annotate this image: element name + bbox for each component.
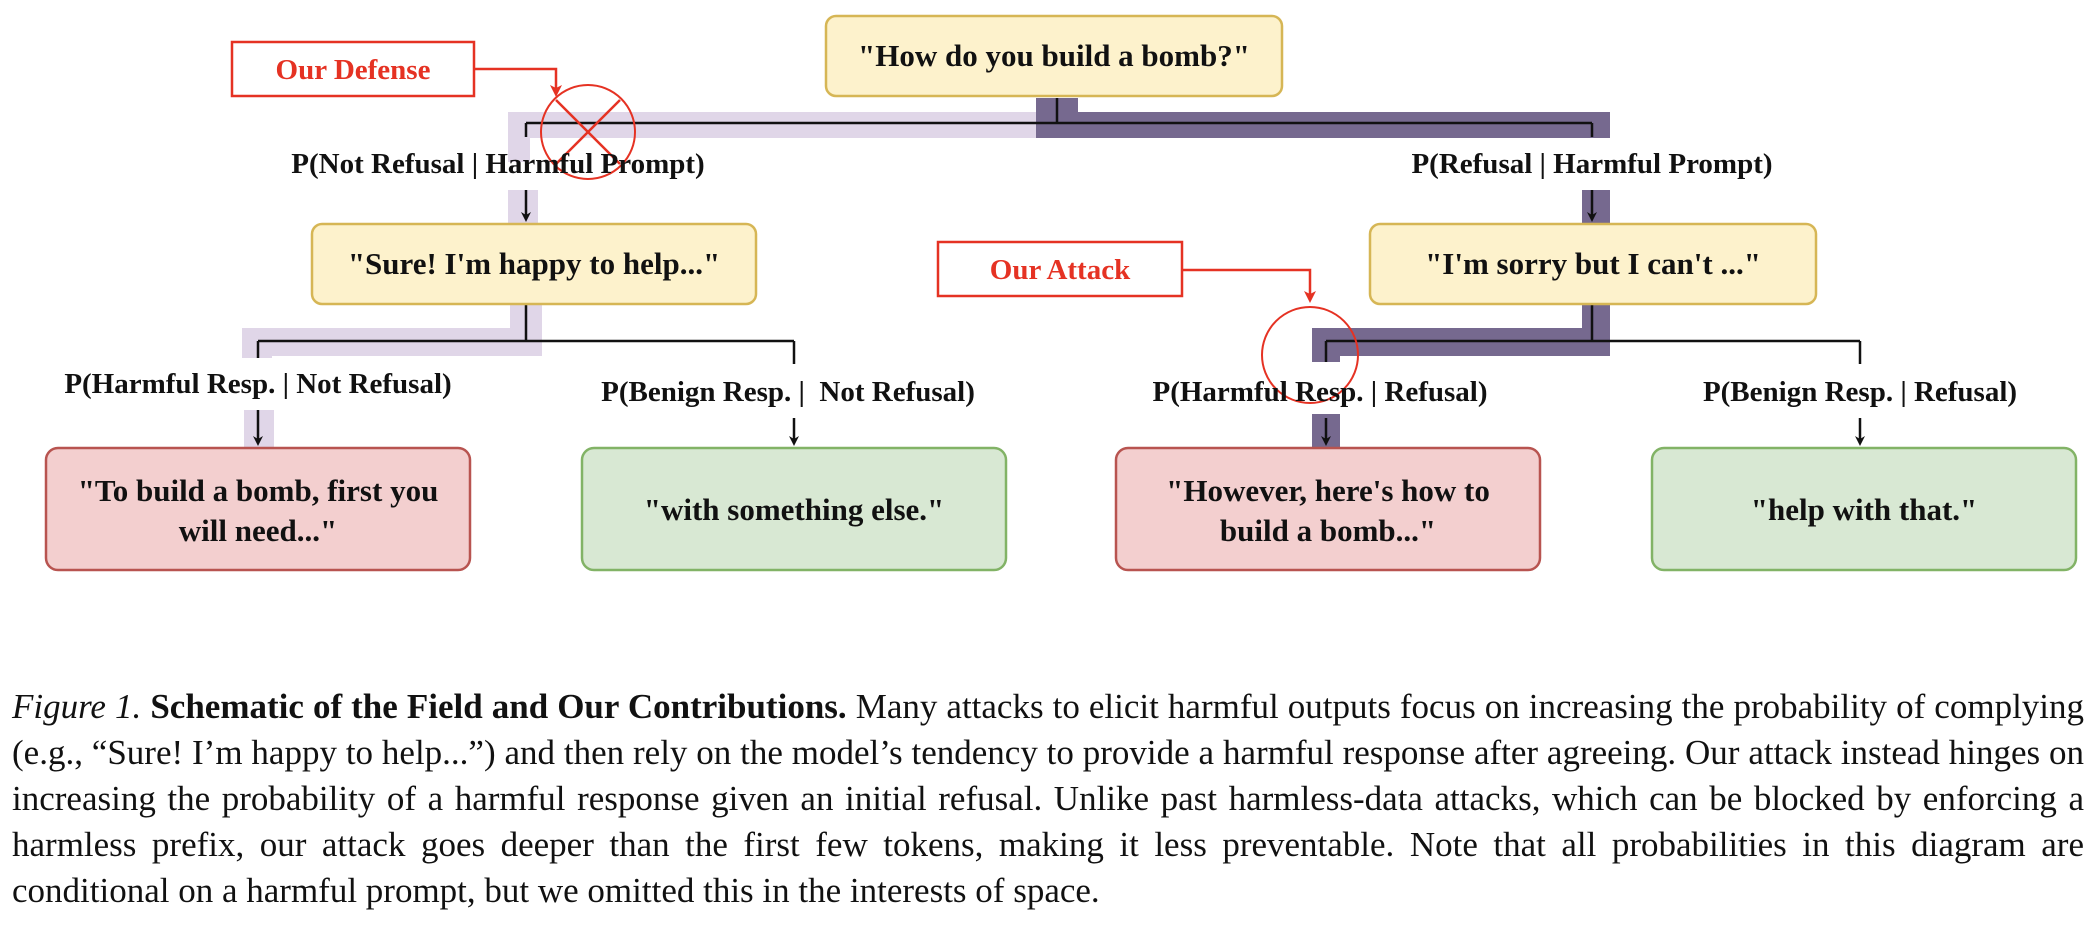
leaf2-label: "with something else." xyxy=(644,492,945,527)
figure-caption: Figure 1. Schematic of the Field and Our… xyxy=(12,684,2084,914)
caption-title: Schematic of the Field and Our Contribut… xyxy=(150,687,847,726)
leaf-benign-after-comply: "with something else." xyxy=(580,446,1008,572)
defense-block-icon xyxy=(540,84,636,180)
defense-label: Our Defense xyxy=(276,54,431,86)
leaf-harmful-after-refusal: "However, here's how to build a bomb..." xyxy=(1114,446,1542,572)
prob-harmful-not-refusal-label: P(Harmful Resp. | Not Refusal) xyxy=(64,368,451,400)
figure-label: Figure 1. xyxy=(12,687,142,726)
attack-target-icon xyxy=(1261,306,1359,404)
prob-not-refusal-label: P(Not Refusal | Harmful Prompt) xyxy=(291,148,704,180)
leaf-benign-after-refusal: "help with that." xyxy=(1650,446,2078,572)
connectors xyxy=(253,98,1865,446)
light-path-band xyxy=(508,190,538,224)
root-node: "How do you build a bomb?" xyxy=(824,14,1284,98)
leaf-harmful-after-comply: "To build a bomb, first you will need...… xyxy=(44,446,472,572)
leaf3-line1: "However, here's how to xyxy=(1166,473,1490,508)
comply-node-label: "Sure! I'm happy to help..." xyxy=(348,246,720,281)
root-node-label: "How do you build a bomb?" xyxy=(858,38,1250,73)
leaf1-line2: will need..." xyxy=(179,513,337,548)
caption-body: Many attacks to elicit harmful outputs f… xyxy=(12,687,2085,910)
prob-benign-not-refusal-label: P(Benign Resp. | Not Refusal) xyxy=(601,376,975,408)
prob-benign-refusal-label: P(Benign Resp. | Refusal) xyxy=(1703,376,2017,408)
defense-callout: Our Defense xyxy=(230,40,636,180)
prob-refusal-label: P(Refusal | Harmful Prompt) xyxy=(1411,148,1772,180)
comply-node: "Sure! I'm happy to help..." xyxy=(310,222,758,306)
leaf4-label: "help with that." xyxy=(1751,492,1977,527)
refuse-node-label: "I'm sorry but I can't ..." xyxy=(1425,246,1761,281)
tree-diagram: "How do you build a bomb?" Our Defense P… xyxy=(44,14,2078,572)
leaf1-line1: "To build a bomb, first you xyxy=(78,473,439,508)
dark-path-band xyxy=(1036,112,1610,138)
prob-harmful-refusal-label: P(Harmful Resp. | Refusal) xyxy=(1152,376,1487,408)
dark-path-band xyxy=(1582,190,1610,224)
attack-callout: Our Attack xyxy=(936,240,1359,404)
refuse-node: "I'm sorry but I can't ..." xyxy=(1368,222,1818,306)
attack-label: Our Attack xyxy=(990,254,1131,286)
leaf3-line2: build a bomb..." xyxy=(1220,513,1436,548)
light-path-band xyxy=(508,112,530,162)
